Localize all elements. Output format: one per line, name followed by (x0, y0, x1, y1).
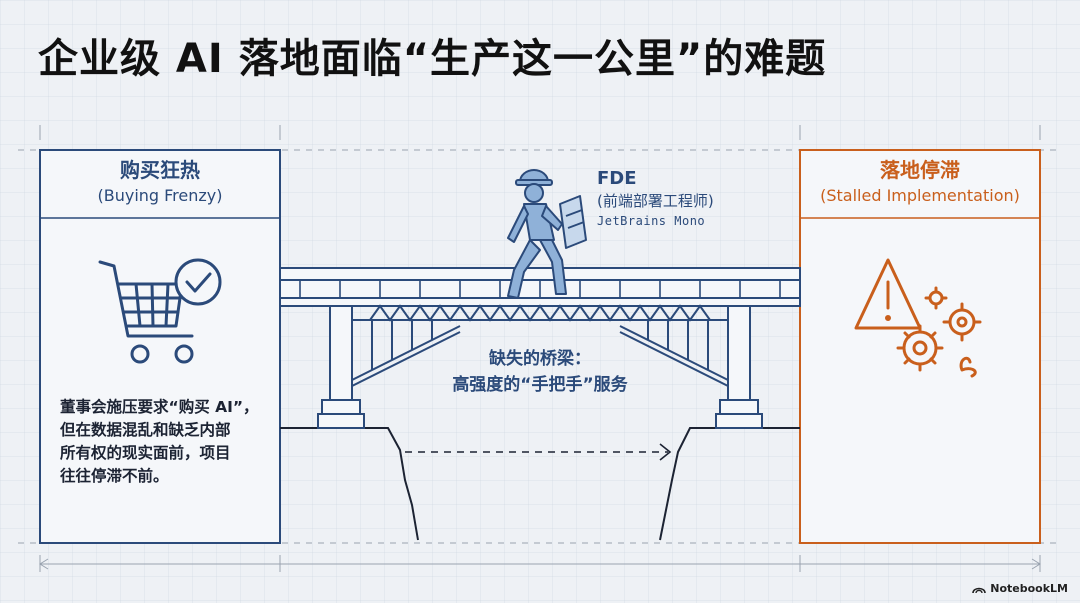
left-heading-en: (Buying Frenzy) (97, 186, 223, 205)
left-panel-heading: 购买狂热 (Buying Frenzy) (40, 156, 280, 208)
right-panel-heading: 落地停滞 (Stalled Implementation) (800, 156, 1040, 208)
bridge-truss (351, 304, 729, 387)
bridge-label: 缺失的桥梁： 高强度的“手把手”服务 (400, 346, 680, 398)
page-title: 企业级 AI 落地面临“生产这一公里”的难题 (38, 36, 827, 82)
fde-name: FDE (597, 168, 637, 189)
right-panel (799, 149, 1041, 544)
bridge-label-line1: 缺失的桥梁： (489, 349, 591, 369)
bridge-label-line2: 高强度的“手把手”服务 (452, 375, 628, 395)
left-heading-zh: 购买狂热 (120, 158, 200, 182)
brand-text: NotebookLM (990, 582, 1068, 595)
fde-label: FDE (前端部署工程师) JetBrains Mono (597, 168, 714, 230)
left-body-line: 董事会施压要求“购买 AI”， (60, 398, 259, 416)
fde-tag: JetBrains Mono (597, 214, 706, 228)
left-panel-body: 董事会施压要求“购买 AI”， 但在数据混乱和缺乏内部 所有权的现实面前，项目 … (60, 396, 272, 488)
fde-role: (前端部署工程师) (597, 192, 714, 210)
gap-arrow (405, 443, 672, 461)
right-heading-zh: 落地停滞 (880, 158, 960, 182)
left-panel (39, 149, 281, 544)
engineer-walking-icon (507, 169, 587, 299)
shopping-cart-check-icon (98, 258, 222, 364)
left-body-line: 所有权的现实面前，项目 (60, 444, 231, 462)
bridge-piers (317, 305, 763, 429)
right-heading-en: (Stalled Implementation) (820, 186, 1020, 205)
left-body-line: 但在数据混乱和缺乏内部 (60, 421, 231, 439)
brand-watermark: NotebookLM (972, 582, 1068, 595)
left-body-line: 往往停滞不前。 (60, 467, 169, 485)
warning-gears-icon (854, 258, 982, 378)
notebooklm-logo-icon (972, 587, 987, 593)
cliffs (280, 427, 800, 541)
deck-posts (299, 280, 781, 298)
